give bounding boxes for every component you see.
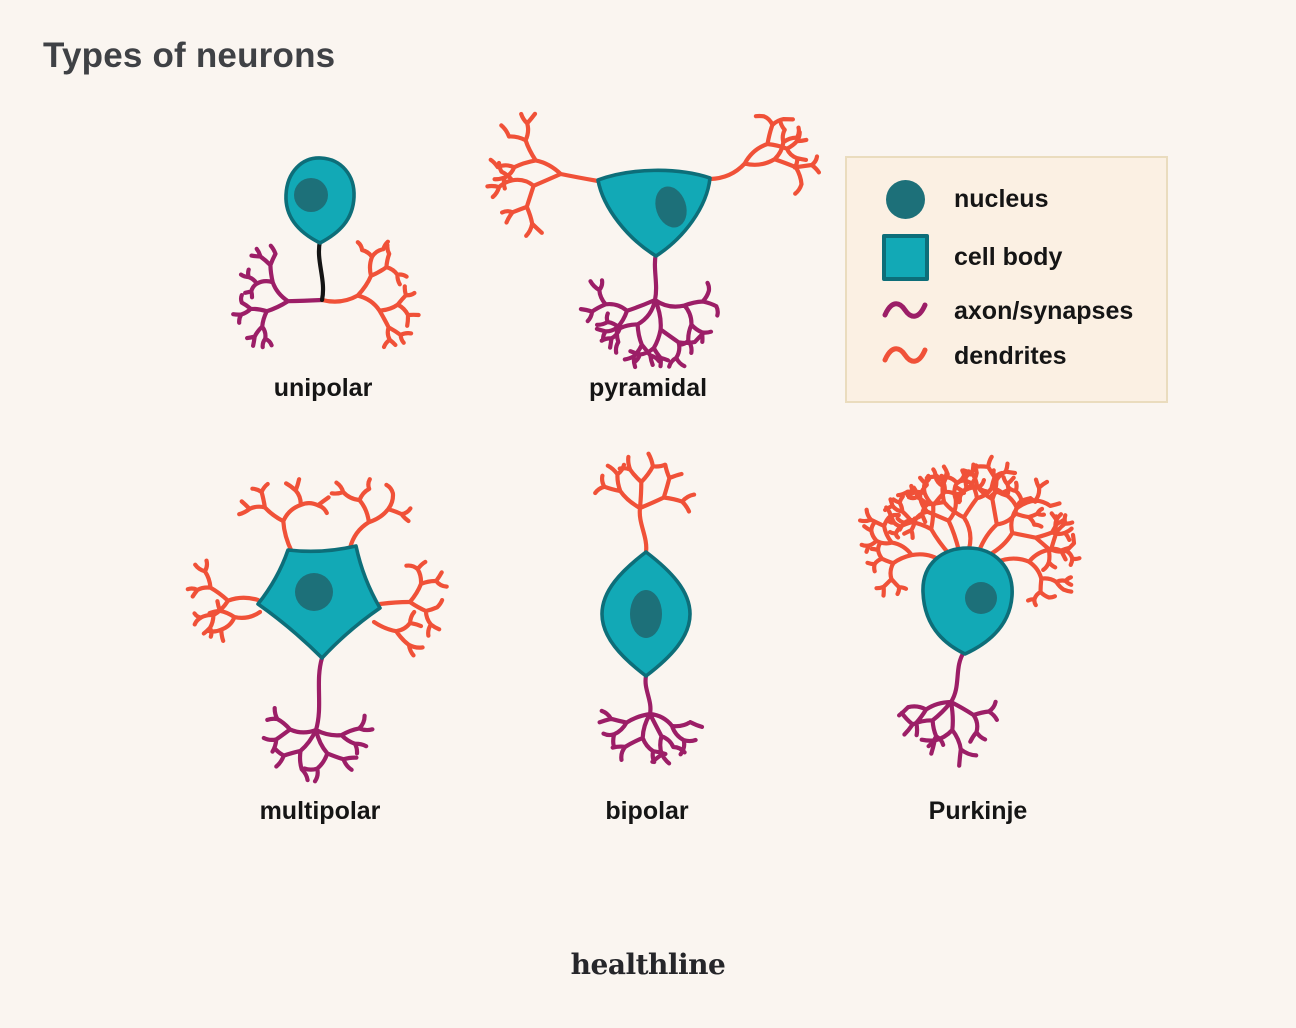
legend-row-cell-body: cell body xyxy=(880,226,1166,288)
nucleus-shape xyxy=(295,573,333,611)
bipolar-axon xyxy=(597,673,705,766)
neuron-purkinje-figure xyxy=(843,452,1133,782)
neuron-label-unipolar: unipolar xyxy=(273,374,373,402)
neuron-multipolar-figure xyxy=(185,462,458,784)
dendrites-wave-icon xyxy=(882,346,928,364)
pyramidal-dendrites-right xyxy=(707,113,821,196)
multipolar-axon xyxy=(261,655,375,784)
neuron-pyramidal-figure xyxy=(478,111,821,403)
unipolar-stalk xyxy=(316,238,326,303)
bipolar-dendrites xyxy=(593,451,697,555)
bipolar-neuron-illustration xyxy=(593,451,705,766)
nucleus-shape xyxy=(294,178,328,212)
legend-row-axon-synapses: axon/synapses xyxy=(880,288,1166,334)
cell-body-icon xyxy=(881,233,929,281)
page-title: Types of neurons xyxy=(43,36,336,75)
axon-synapses-wave-icon xyxy=(882,301,928,319)
pyramidal-neuron-illustration xyxy=(485,111,821,370)
purkinje-neuron-illustration xyxy=(858,454,1082,768)
neuron-label-multipolar: multipolar xyxy=(259,797,381,825)
pyramidal-axon xyxy=(578,250,720,370)
neuron-label-purkinje: Purkinje xyxy=(928,797,1028,825)
unipolar-neuron-illustration xyxy=(231,156,421,350)
pyramidal-dendrites-left xyxy=(485,111,601,238)
legend-row-dendrites: dendrites xyxy=(880,334,1166,378)
legend-box: nucleus cell body axon/synapses dendrite… xyxy=(845,156,1168,403)
purkinje-axon xyxy=(897,649,999,768)
legend-label-axon-synapses: axon/synapses xyxy=(954,296,1134,325)
nucleus-shape xyxy=(655,186,687,228)
nucleus-icon xyxy=(885,179,925,219)
neuron-label-pyramidal: pyramidal xyxy=(588,374,708,402)
nucleus-shape xyxy=(630,590,662,638)
cell-body-shape xyxy=(596,168,712,258)
multipolar-neuron-illustration xyxy=(185,477,449,784)
neuron-unipolar-figure xyxy=(193,148,453,358)
unipolar-axon-dendrites xyxy=(231,243,325,350)
multipolar-dendrites xyxy=(185,477,449,658)
legend-label-cell-body: cell body xyxy=(954,242,1063,271)
legend-label-dendrites: dendrites xyxy=(954,341,1067,370)
nucleus-shape xyxy=(965,582,997,614)
purkinje-dendrites xyxy=(858,454,1082,608)
neuron-bipolar-figure xyxy=(538,451,758,772)
legend-label-nucleus: nucleus xyxy=(954,184,1049,213)
unipolar-dendrites xyxy=(319,239,421,350)
legend-row-nucleus: nucleus xyxy=(880,172,1166,226)
healthline-logo: healthline xyxy=(570,948,726,981)
neuron-label-bipolar: bipolar xyxy=(605,797,689,825)
